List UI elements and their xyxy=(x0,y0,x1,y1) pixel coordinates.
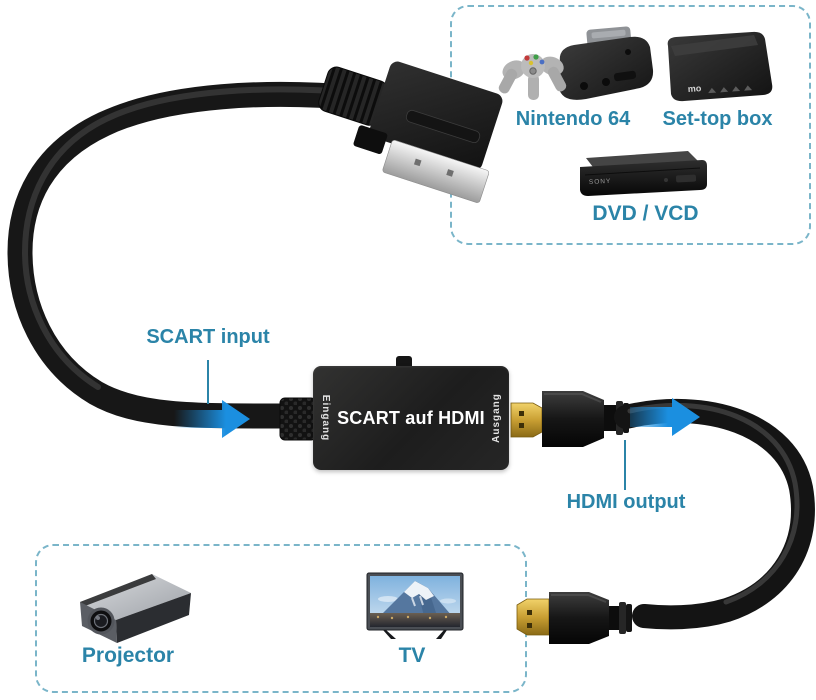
hdmi-plug-bottom xyxy=(516,592,632,644)
label-dvd-vcd: DVD / VCD xyxy=(592,202,699,225)
scart-cable xyxy=(7,81,371,429)
label-hdmi-output: HDMI output xyxy=(566,491,686,513)
flow-arrow-input-icon xyxy=(174,400,250,438)
label-scart-input: SCART input xyxy=(146,326,270,348)
hdmi-gold-tip xyxy=(510,402,543,438)
flow-arrow-output-icon xyxy=(630,398,700,436)
hdmi-cable xyxy=(614,399,815,630)
label-projector: Projector xyxy=(81,644,175,667)
scart-metal-blade xyxy=(382,139,490,203)
hdmi-plug-right xyxy=(510,391,629,447)
nintendo64-icon xyxy=(498,26,654,100)
label-tv: TV xyxy=(398,644,426,667)
converter-title: SCART auf HDMI xyxy=(337,407,485,428)
hdmi-gold-tip-bottom xyxy=(516,598,550,636)
dvd-brand: SONY xyxy=(589,178,612,186)
tv-icon xyxy=(366,572,464,639)
converter-input-port-label: Eingang xyxy=(320,394,331,442)
converter-top-nub xyxy=(396,356,412,368)
scart-connector xyxy=(318,61,503,203)
label-nintendo64: Nintendo 64 xyxy=(515,108,631,130)
converter-box: Eingang SCART auf HDMI Ausgang xyxy=(313,366,509,470)
converter-strain-relief xyxy=(279,397,317,441)
label-settop-box: Set-top box xyxy=(662,108,773,130)
settop-box-icon: mo xyxy=(667,31,773,102)
settop-logo: mo xyxy=(687,83,702,94)
converter-output-port-label: Ausgang xyxy=(491,393,502,443)
dvd-player-icon: SONY xyxy=(580,151,707,196)
projector-icon xyxy=(80,574,191,643)
